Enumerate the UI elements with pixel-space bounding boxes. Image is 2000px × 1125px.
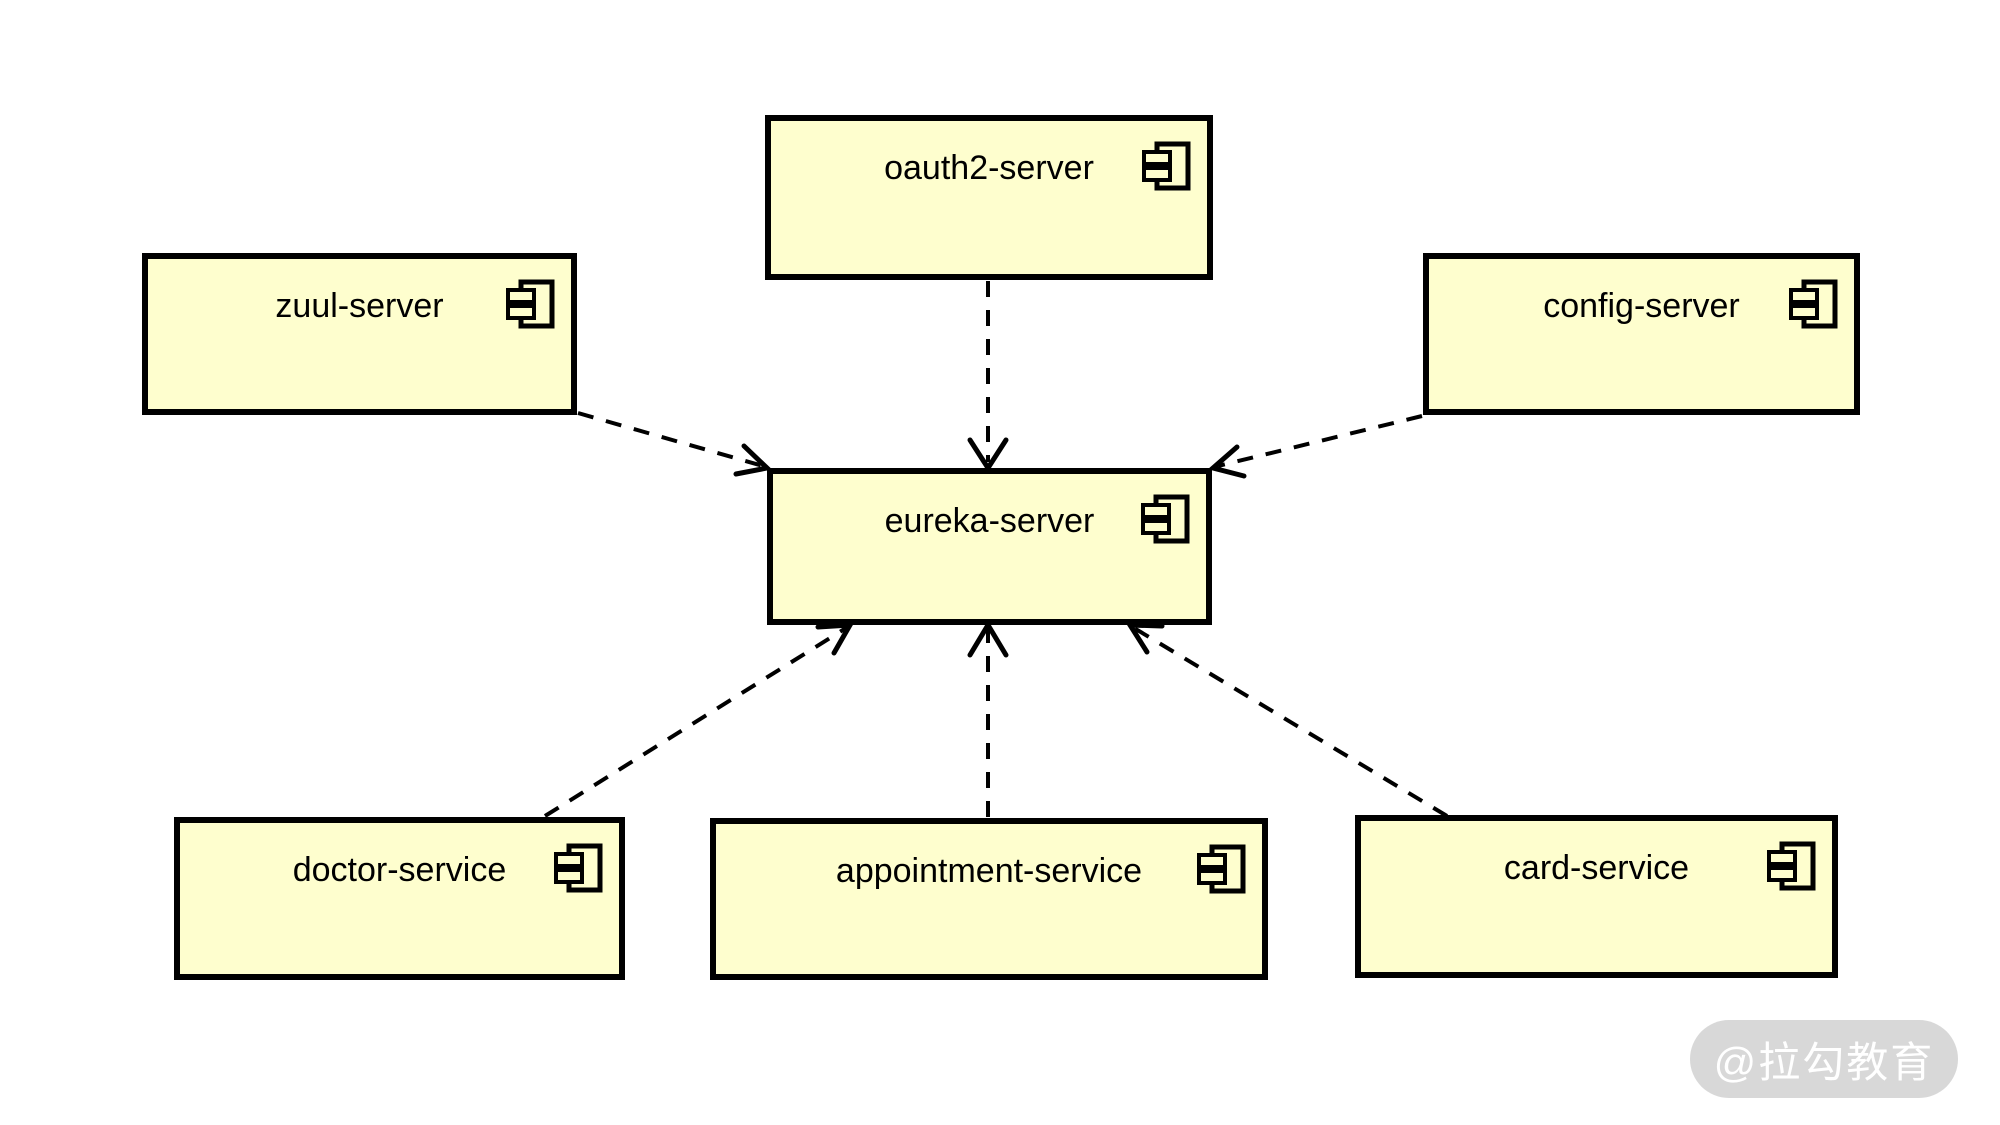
uml-component-icon: [506, 279, 555, 329]
edge-oauth2-server-to-eureka-server: [967, 281, 1009, 473]
component-label: oauth2-server: [884, 149, 1094, 187]
component-label: eureka-server: [884, 502, 1095, 540]
uml-component-icon: [1141, 494, 1190, 544]
component-config-server: config-server: [1423, 253, 1860, 415]
uml-component-icon: [1197, 844, 1246, 894]
watermark-text: @拉勾教育: [1713, 1038, 1935, 1086]
component-doctor-service: doctor-service: [174, 817, 625, 980]
edge-card-service-to-eureka-server: [1125, 622, 1449, 818]
edge-config-server-to-eureka-server: [1207, 414, 1423, 479]
uml-component-icon: [1767, 841, 1816, 891]
component-oauth2-server: oauth2-server: [765, 115, 1213, 280]
component-label: appointment-service: [835, 852, 1143, 890]
edge-doctor-service-to-eureka-server: [543, 622, 855, 818]
component-zuul-server: zuul-server: [142, 253, 577, 415]
uml-component-icon: [554, 843, 603, 893]
edge-zuul-server-to-eureka-server: [577, 411, 773, 477]
uml-component-icon: [1142, 141, 1191, 191]
watermark-badge: @拉勾教育: [1690, 1020, 1958, 1098]
edge-appointment-service-to-eureka-server: [967, 620, 1009, 817]
component-eureka-server: eureka-server: [767, 468, 1212, 625]
component-appointment-service: appointment-service: [710, 818, 1268, 980]
uml-component-icon: [1789, 279, 1838, 329]
component-label: zuul-server: [275, 287, 444, 325]
component-card-service: card-service: [1355, 815, 1838, 978]
component-label: doctor-service: [292, 851, 507, 889]
component-label: config-server: [1543, 287, 1740, 325]
component-label: card-service: [1503, 849, 1690, 887]
